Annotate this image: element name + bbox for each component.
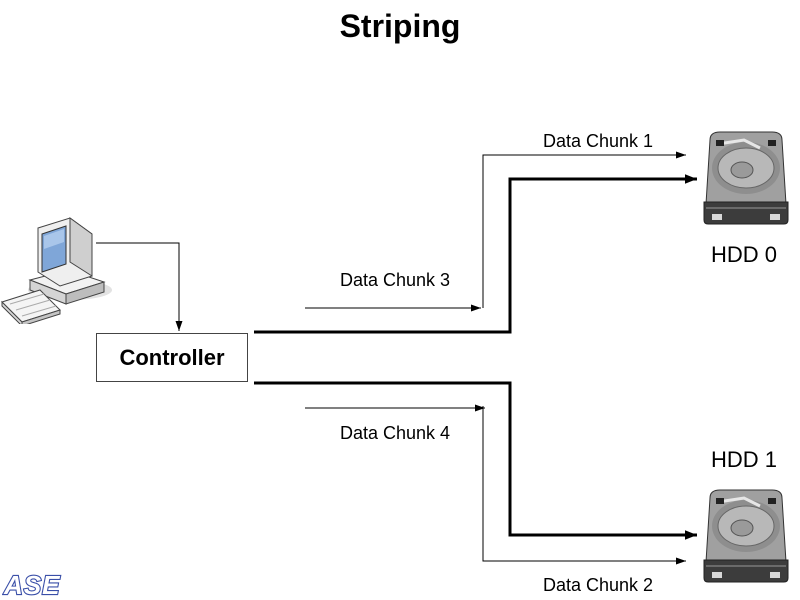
hdd1-label: HDD 1 xyxy=(711,447,778,472)
chunk2-arrow xyxy=(482,408,686,565)
controller-to-hdd1-line xyxy=(254,381,697,540)
chunk1-arrow xyxy=(482,151,686,308)
computer-icon xyxy=(1,217,112,324)
computer-to-controller-line xyxy=(96,242,183,331)
hard-drive-icon xyxy=(703,131,789,225)
chunk4-label: Data Chunk 4 xyxy=(340,423,451,443)
hard-drive-icon xyxy=(703,489,789,583)
ase-logo: ASE xyxy=(2,572,61,598)
chunk4-arrow xyxy=(305,406,484,409)
controller-to-hdd0-line xyxy=(254,174,697,334)
logo-text: ASE xyxy=(3,572,60,598)
hdd0-label: HDD 0 xyxy=(711,242,778,267)
chunk1-label: Data Chunk 1 xyxy=(543,131,654,151)
controller-label: Controller xyxy=(119,344,225,370)
chunk2-label: Data Chunk 2 xyxy=(543,575,654,595)
diagram-title: Striping xyxy=(339,8,461,44)
controller-box: Controller xyxy=(96,333,248,382)
chunk3-label: Data Chunk 3 xyxy=(340,270,451,290)
